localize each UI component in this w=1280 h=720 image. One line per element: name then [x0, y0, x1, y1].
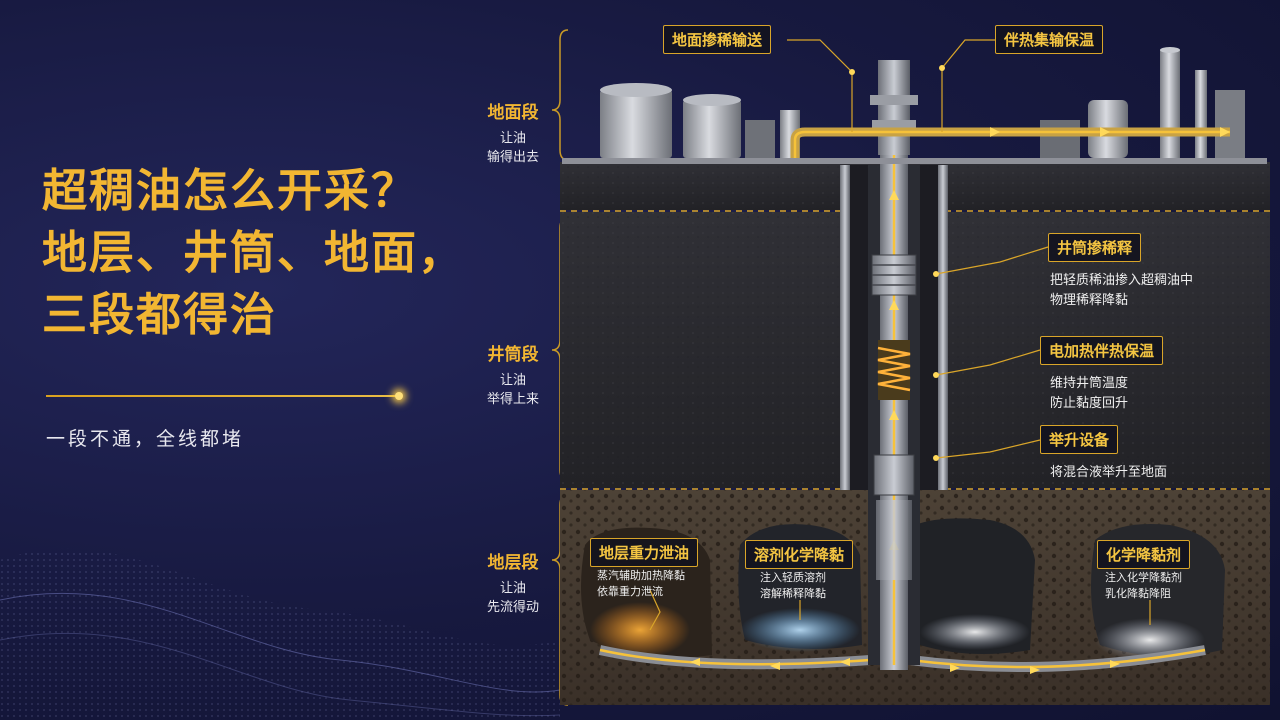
- segment-surface-desc-1: 让油: [499, 131, 526, 146]
- label-lift-equipment: 举升设备: [1040, 425, 1119, 454]
- segment-formation: 地层段 让油 先流得动: [458, 548, 568, 617]
- label-electric-heating: 电加热伴热保温: [1040, 336, 1164, 365]
- divider-glow-dot: [395, 392, 403, 400]
- note-lift-1: 将混合液举升至地面: [1050, 465, 1168, 480]
- wellhead: [878, 60, 910, 155]
- label-wellbore-dilution: 井筒掺稀释: [1048, 233, 1142, 262]
- flow-arrows-formation: [690, 658, 1120, 674]
- segment-surface-title: 地面段: [487, 103, 539, 123]
- title-line-3: 三段都得治: [42, 288, 278, 341]
- distillation-column: [1160, 50, 1180, 158]
- segment-surface-desc-2: 输得出去: [486, 150, 539, 165]
- title-divider: [46, 395, 398, 397]
- lift-pump: [873, 454, 915, 496]
- dotted-wave-decoration: [0, 548, 560, 720]
- title-line-1: 超稠油怎么开采？: [42, 164, 419, 217]
- label-heat-trace: 伴热集输保温: [995, 25, 1104, 54]
- storage-tank-1: [600, 90, 672, 158]
- note-solvent-1: 注入轻质溶剂: [760, 571, 826, 584]
- label-surface-dilution: 地面掺稀输送: [663, 25, 772, 54]
- segment-wellbore-desc-2: 举得上来: [486, 392, 539, 407]
- segment-wellbore: 井筒段 让油 举得上来: [458, 340, 568, 409]
- note-gravity-2: 依靠重力泄流: [597, 585, 663, 598]
- note-heating-2: 防止黏度回升: [1050, 396, 1129, 411]
- segment-wellbore-desc-1: 让油: [499, 373, 526, 388]
- segment-formation-title: 地层段: [487, 553, 539, 573]
- casing-left: [840, 165, 850, 490]
- note-wellbore-dilution-1: 把轻质稀油掺入超稠油中: [1050, 273, 1194, 288]
- label-solvent-chemical: 溶剂化学降黏: [745, 540, 854, 569]
- note-solvent-2: 溶解稀释降黏: [760, 587, 826, 600]
- segment-wellbore-title: 井筒段: [487, 345, 539, 365]
- flow-arrows-surface: [990, 127, 1230, 137]
- note-chemical-2: 乳化降黏降阻: [1105, 587, 1171, 600]
- leader-dots: [849, 65, 945, 461]
- note-chemical-1: 注入化学降黏剂: [1105, 571, 1182, 584]
- title-line-2: 地层、井筒、地面，: [42, 226, 466, 279]
- main-title: 超稠油怎么开采？ 地层、井筒、地面， 三段都得治: [42, 160, 465, 346]
- note-heating-1: 维持井筒温度: [1050, 376, 1129, 391]
- label-leader-lines: [649, 39, 1151, 631]
- flow-line-left: [599, 648, 871, 666]
- segment-formation-desc-1: 让油: [499, 581, 526, 596]
- storage-tank-2: [683, 100, 741, 158]
- casing-right: [938, 165, 948, 490]
- subtitle: 一段不通，全线都堵: [46, 428, 245, 450]
- segment-formation-desc-2: 先流得动: [486, 600, 539, 615]
- note-gravity-1: 蒸汽辅助加热降黏: [597, 569, 685, 582]
- segment-surface: 地面段 让油 输得出去: [458, 98, 568, 167]
- label-chemical-agent: 化学降黏剂: [1097, 540, 1191, 569]
- note-wellbore-dilution-2: 物理稀释降黏: [1050, 293, 1129, 308]
- flow-line-right: [909, 648, 1206, 669]
- ground-slab: [562, 158, 1267, 164]
- label-gravity-drainage: 地层重力泄油: [590, 538, 699, 567]
